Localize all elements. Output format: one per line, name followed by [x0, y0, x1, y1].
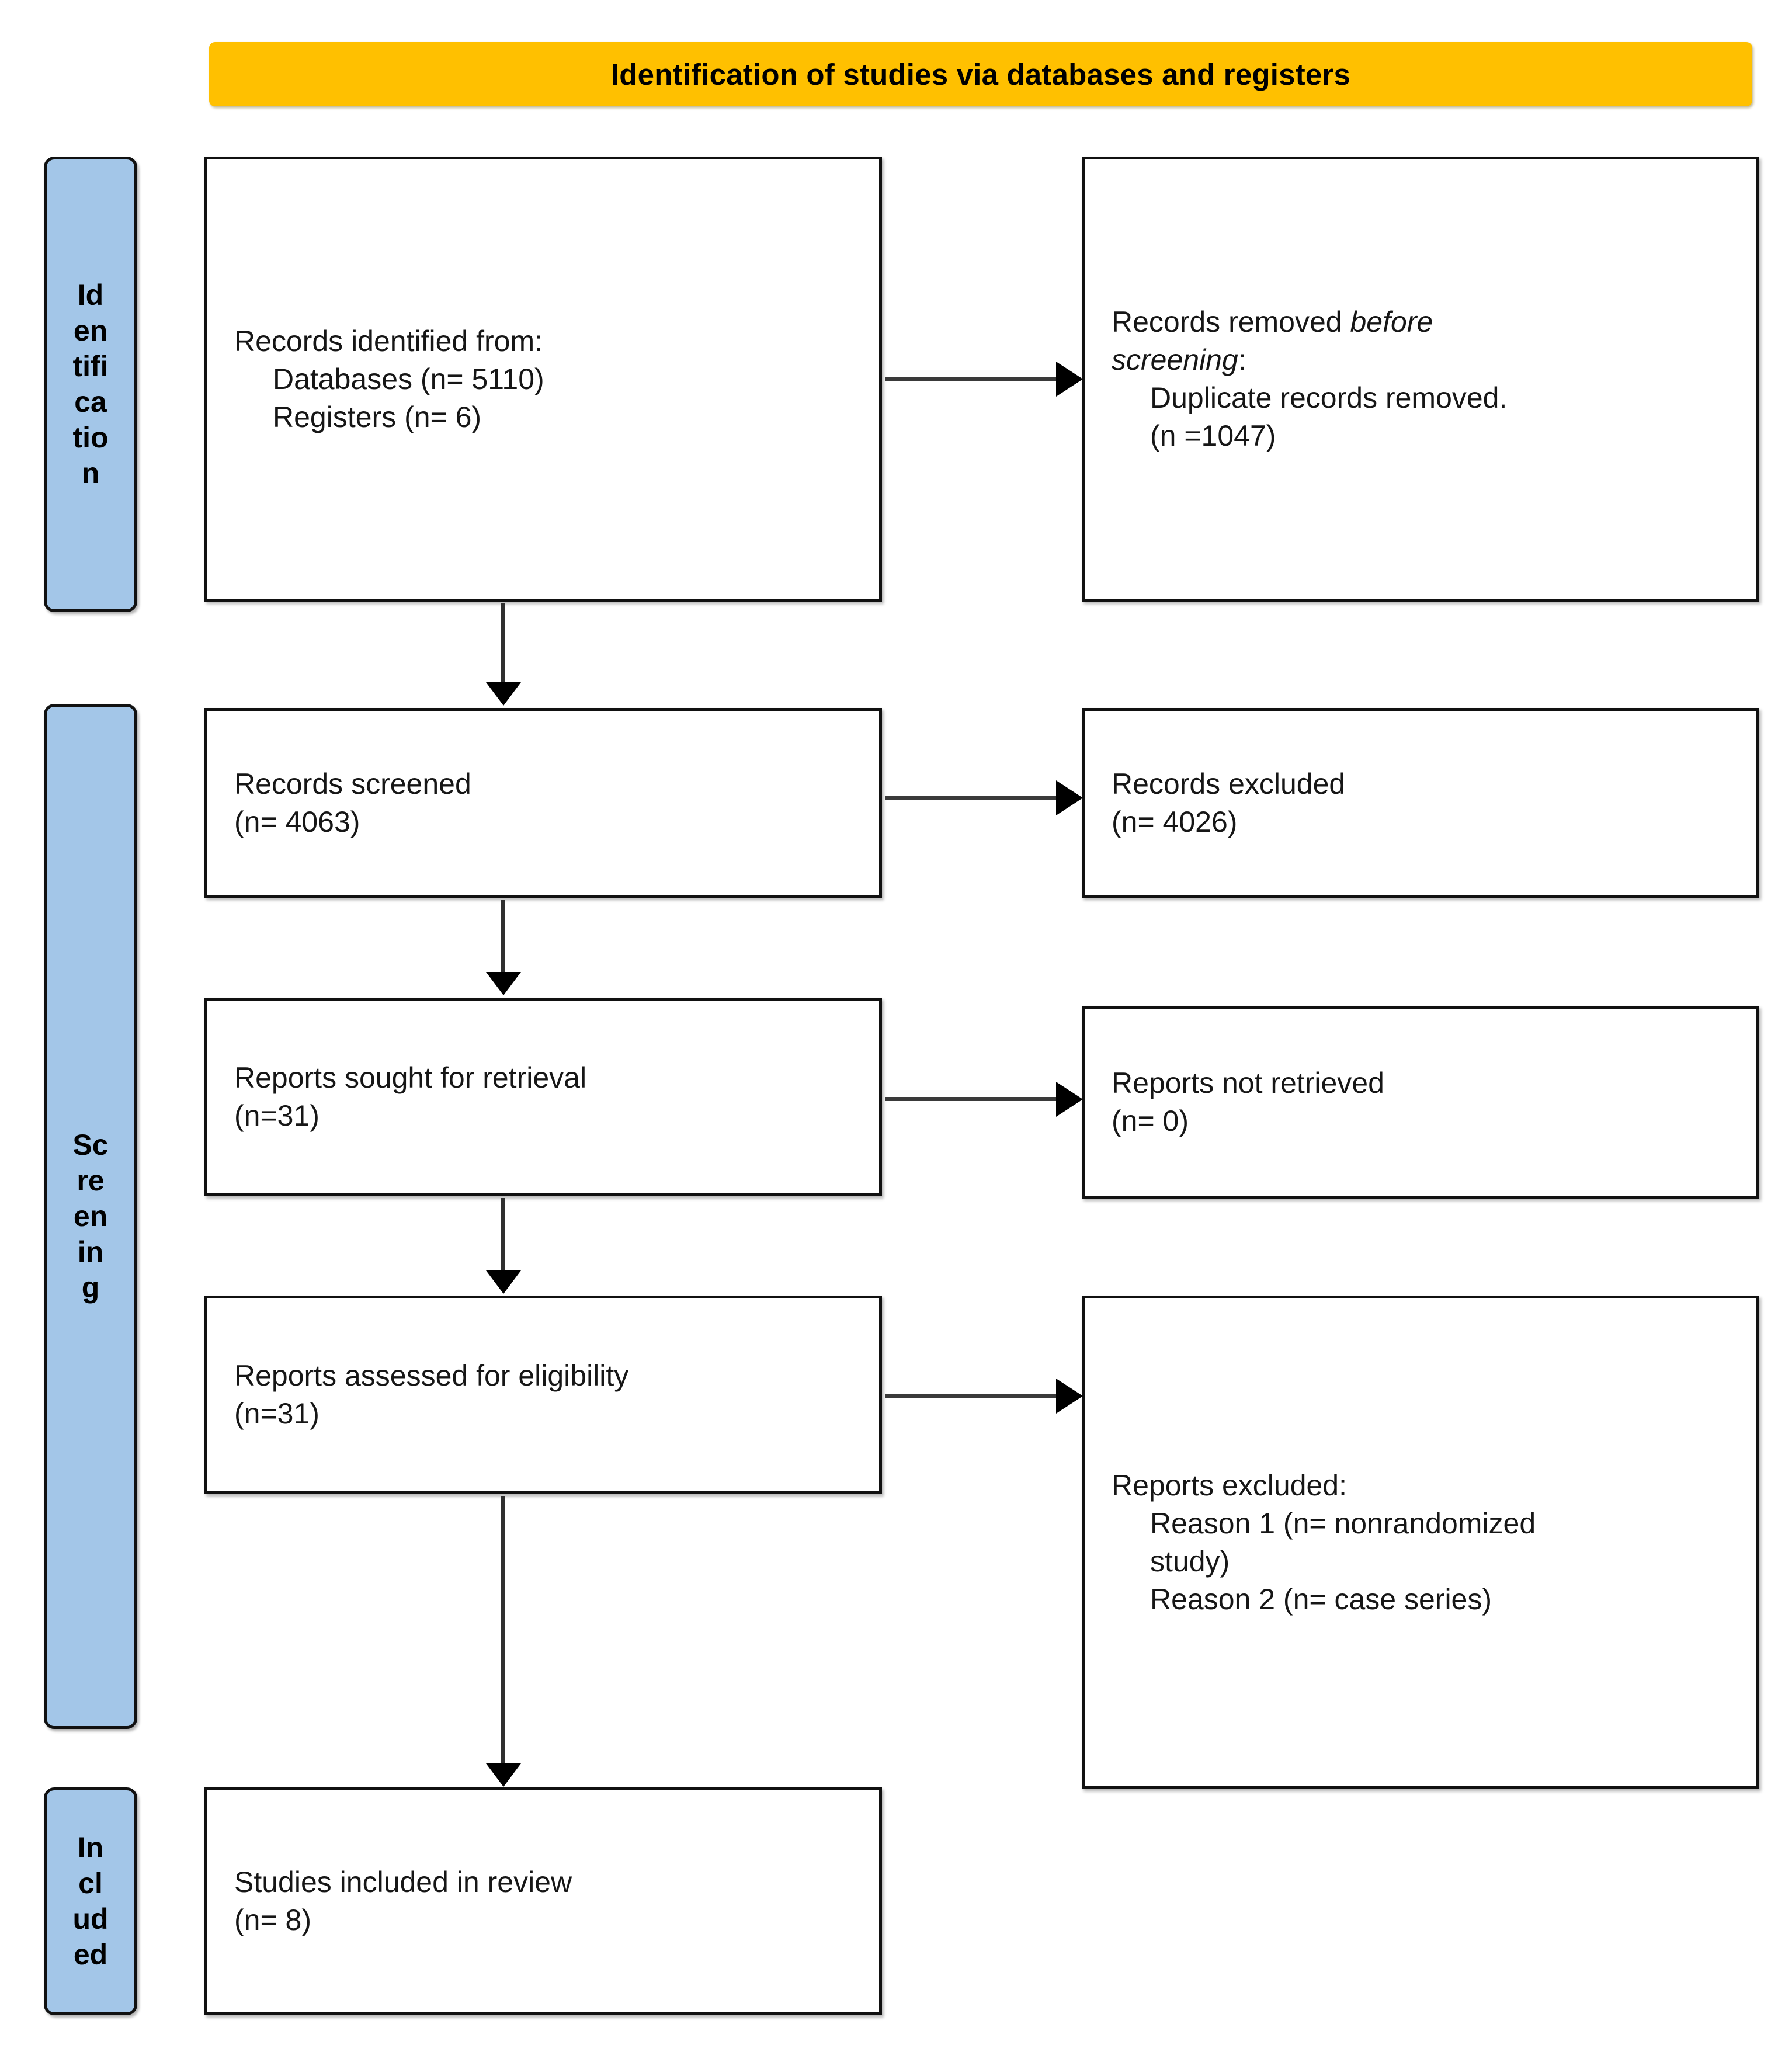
stage-label-identification: Id en tifi ca tio n: [44, 157, 137, 612]
records-excluded-line-2: (n= 4026): [1112, 805, 1238, 838]
banner-title: Identification of studies via databases …: [610, 57, 1351, 91]
records-removed-line-1: Records removed before: [1112, 303, 1730, 341]
records-screened-line-2: (n= 4063): [234, 805, 360, 838]
records-removed-line-2: screening:: [1112, 341, 1730, 379]
box-reports-sought-body: Reports sought for retrieval (n=31): [207, 1059, 879, 1135]
box-reports-assessed-for-eligibility: Reports assessed for eligibility (n=31): [204, 1296, 882, 1494]
box-records-excluded-body: Records excluded (n= 4026): [1085, 765, 1756, 841]
arrow-identified-to-removed-icon: [885, 377, 1058, 381]
box-records-screened-body: Records screened (n= 4063): [207, 765, 879, 841]
records-screened-line-1: Records screened: [234, 767, 471, 800]
stage-label-included: In cl ud ed: [44, 1787, 137, 2015]
arrow-screened-to-sought-icon: [501, 900, 505, 975]
box-records-screened: Records screened (n= 4063): [204, 708, 882, 898]
box-records-identified-body: Records identified from: Databases (n= 5…: [207, 322, 879, 436]
records-removed-plain-1: Records removed: [1112, 305, 1350, 338]
box-reports-excluded: Reports excluded: Reason 1 (n= nonrandom…: [1082, 1296, 1759, 1789]
records-removed-italic-1: before: [1350, 305, 1433, 338]
arrow-identified-to-screened-icon: [501, 603, 505, 686]
box-studies-included-body: Studies included in review (n= 8): [207, 1863, 879, 1939]
stage-label-screening-text: Sc re en in g: [72, 1129, 109, 1304]
records-excluded-line-1: Records excluded: [1112, 767, 1346, 800]
studies-included-line-2: (n= 8): [234, 1904, 312, 1936]
reports-excluded-line-2: Reason 1 (n= nonrandomized: [1150, 1506, 1536, 1540]
arrow-assessed-to-reports-excluded-icon: [885, 1394, 1058, 1398]
reports-assessed-line-2: (n=31): [234, 1397, 319, 1430]
box-reports-not-retrieved-body: Reports not retrieved (n= 0): [1085, 1064, 1756, 1140]
reports-assessed-line-1: Reports assessed for eligibility: [234, 1359, 629, 1392]
records-removed-italic-2: screening: [1112, 343, 1238, 376]
records-removed-line-3: Duplicate records removed.: [1150, 381, 1508, 414]
arrow-screened-to-excluded-icon: [885, 796, 1058, 800]
diagram-header-banner: Identification of studies via databases …: [209, 42, 1752, 106]
records-identified-line-3: Registers (n= 6): [273, 400, 482, 433]
box-reports-not-retrieved: Reports not retrieved (n= 0): [1082, 1006, 1759, 1199]
records-removed-line-4: (n =1047): [1150, 419, 1276, 452]
reports-sought-line-1: Reports sought for retrieval: [234, 1061, 587, 1094]
box-records-excluded: Records excluded (n= 4026): [1082, 708, 1759, 898]
stage-label-included-text: In cl ud ed: [72, 1831, 109, 1971]
box-reports-excluded-body: Reports excluded: Reason 1 (n= nonrandom…: [1085, 1467, 1756, 1619]
records-identified-line-2: Databases (n= 5110): [273, 362, 544, 395]
studies-included-line-1: Studies included in review: [234, 1866, 572, 1898]
reports-not-retrieved-line-2: (n= 0): [1112, 1105, 1189, 1137]
arrow-sought-to-assessed-icon: [501, 1198, 505, 1274]
box-studies-included-in-review: Studies included in review (n= 8): [204, 1787, 882, 2015]
box-reports-sought-for-retrieval: Reports sought for retrieval (n=31): [204, 998, 882, 1196]
reports-excluded-line-1: Reports excluded:: [1112, 1468, 1348, 1502]
stage-label-screening: Sc re en in g: [44, 704, 137, 1729]
box-records-removed-before-screening: Records removed before screening: Duplic…: [1082, 157, 1759, 602]
records-identified-line-1: Records identified from:: [234, 324, 543, 357]
stage-label-identification-text: Id en tifi ca tio n: [72, 279, 109, 489]
box-records-identified: Records identified from: Databases (n= 5…: [204, 157, 882, 602]
reports-not-retrieved-line-1: Reports not retrieved: [1112, 1067, 1384, 1099]
reports-excluded-line-4: Reason 2 (n= case series): [1150, 1582, 1492, 1616]
arrow-sought-to-not-retrieved-icon: [885, 1097, 1058, 1101]
records-removed-plain-2: :: [1238, 343, 1246, 376]
reports-excluded-line-3: study): [1150, 1544, 1230, 1578]
box-reports-assessed-body: Reports assessed for eligibility (n=31): [207, 1357, 879, 1433]
box-records-removed-body: Records removed before screening: Duplic…: [1085, 303, 1756, 455]
reports-sought-line-2: (n=31): [234, 1099, 319, 1132]
arrow-assessed-to-included-icon: [501, 1496, 505, 1767]
